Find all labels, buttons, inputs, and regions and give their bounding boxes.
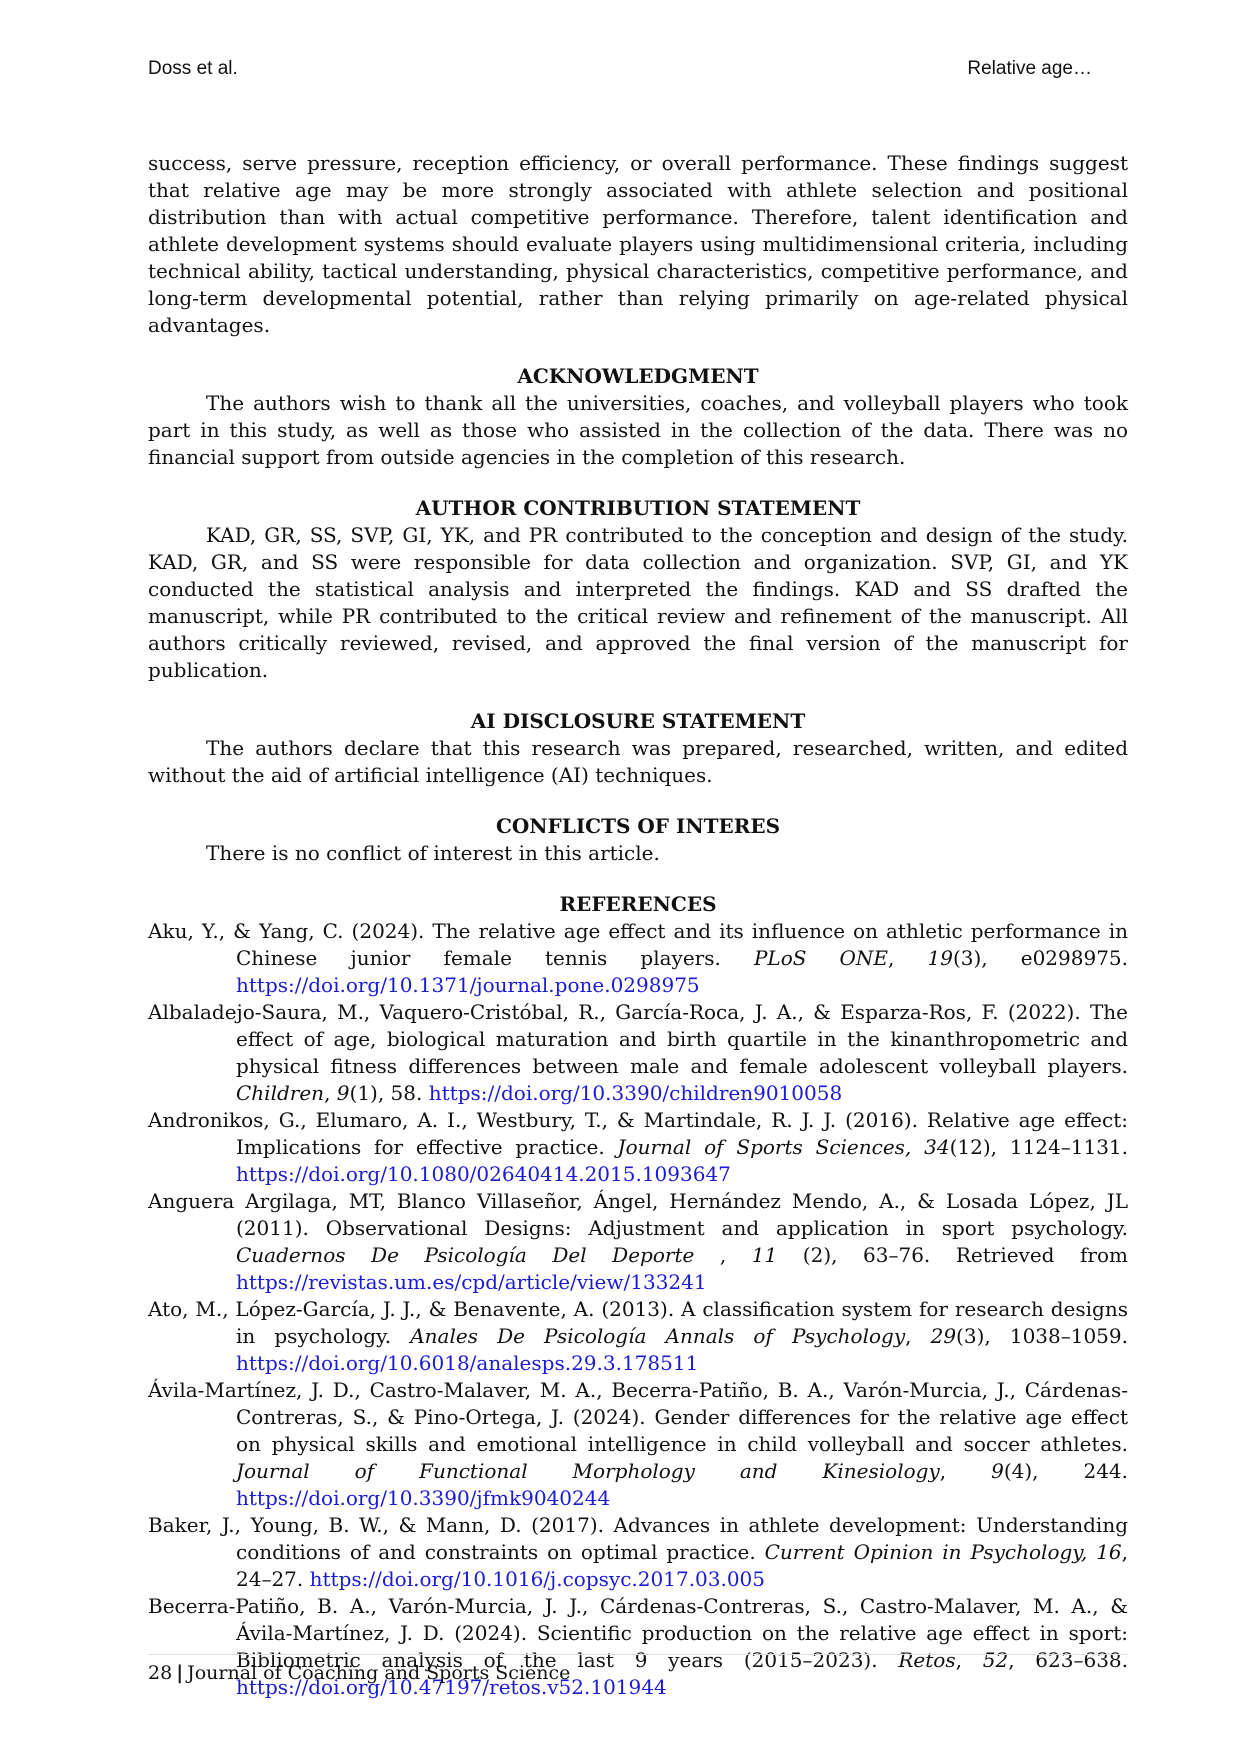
reference-text: Andronikos, G., Elumaro, A. I., Westbury… bbox=[148, 1108, 1128, 1159]
reference-pages: (12), 1124–1131. bbox=[949, 1135, 1129, 1159]
acknowledgment-heading: ACKNOWLEDGMENT bbox=[517, 364, 759, 388]
reference-text: Ávila-Martínez, J. D., Castro-Malaver, M… bbox=[148, 1378, 1128, 1456]
reference-item: Baker, J., Young, B. W., & Mann, D. (201… bbox=[148, 1512, 1128, 1593]
reference-volume: 52 bbox=[982, 1648, 1009, 1672]
reference-journal: Current Opinion in Psychology, 16 bbox=[764, 1540, 1122, 1564]
reference-punct: , bbox=[888, 946, 928, 970]
reference-item: Becerra-Patiño, B. A., Varón-Murcia, J. … bbox=[148, 1593, 1128, 1701]
reference-punct: , bbox=[955, 1648, 983, 1672]
reference-text: Aku, Y., & Yang, C. (2024). The relative… bbox=[148, 919, 1128, 970]
conflicts-heading: CONFLICTS OF INTERES bbox=[495, 814, 781, 838]
page-number: 28 bbox=[148, 1662, 173, 1684]
reference-item: Anguera Argilaga, MT, Blanco Villaseñor,… bbox=[148, 1188, 1128, 1296]
intro-paragraph: success, serve pressure, reception effic… bbox=[148, 151, 1128, 337]
ai-disclosure-heading: AI DISCLOSURE STATEMENT bbox=[470, 709, 806, 733]
reference-item: Albaladejo-Saura, M., Vaquero-Cristóbal,… bbox=[148, 999, 1128, 1107]
reference-doi-link[interactable]: https://doi.org/10.3390/children9010058 bbox=[428, 1081, 843, 1105]
reference-journal: Journal of Functional Morphology and Kin… bbox=[236, 1459, 940, 1483]
reference-item: Ávila-Martínez, J. D., Castro-Malaver, M… bbox=[148, 1377, 1128, 1512]
reference-text: Becerra-Patiño, B. A., Varón-Murcia, J. … bbox=[148, 1594, 1128, 1672]
reference-journal: Anales De Psicología Annals of Psycholog… bbox=[410, 1324, 906, 1348]
reference-punct: , bbox=[939, 1459, 992, 1483]
reference-text: Baker, J., Young, B. W., & Mann, D. (201… bbox=[148, 1513, 1128, 1564]
acknowledgment-body: The authors wish to thank all the univer… bbox=[148, 391, 1128, 469]
reference-doi-link[interactable]: https://doi.org/10.1016/j.copsyc.2017.03… bbox=[309, 1567, 766, 1591]
footer-separator: | bbox=[176, 1662, 184, 1684]
reference-pages: , 24–27. bbox=[236, 1540, 1129, 1591]
footer-journal: Journal of Coaching and Sports Science bbox=[187, 1662, 571, 1684]
reference-pages: (3), e0298975. bbox=[952, 946, 1129, 970]
reference-doi-link[interactable]: https://doi.org/10.47197/retos.v52.10194… bbox=[236, 1675, 667, 1699]
reference-journal: Children bbox=[236, 1081, 325, 1105]
reference-text: Ato, M., López-García, J. J., & Benavent… bbox=[148, 1297, 1128, 1348]
reference-pages: (3), 1038–1059. bbox=[956, 1324, 1128, 1348]
reference-doi-link[interactable]: https://doi.org/10.1371/journal.pone.029… bbox=[236, 973, 700, 997]
reference-journal: Journal of Sports Sciences, bbox=[617, 1135, 912, 1159]
reference-volume: 19 bbox=[927, 946, 953, 970]
reference-punct: , bbox=[905, 1324, 931, 1348]
page-footer: 28|Journal of Coaching and Sports Scienc… bbox=[148, 1662, 570, 1684]
ai-disclosure-body: The authors declare that this research w… bbox=[148, 736, 1128, 787]
conflicts-body: There is no conflict of interest in this… bbox=[206, 841, 660, 865]
reference-pages: (2), 63–76. Retrieved from bbox=[777, 1243, 1128, 1267]
reference-journal: Cuadernos De Psicología Del Deporte bbox=[236, 1243, 695, 1267]
footer-divider bbox=[148, 1654, 1128, 1655]
reference-journal: Retos bbox=[898, 1648, 956, 1672]
reference-item: Aku, Y., & Yang, C. (2024). The relative… bbox=[148, 918, 1128, 999]
reference-item: Ato, M., López-García, J. J., & Benavent… bbox=[148, 1296, 1128, 1377]
reference-volume: 9 bbox=[991, 1459, 1004, 1483]
author-contribution-heading: AUTHOR CONTRIBUTION STATEMENT bbox=[415, 496, 861, 520]
reference-pages: (1), 58. bbox=[349, 1081, 429, 1105]
reference-item: Andronikos, G., Elumaro, A. I., Westbury… bbox=[148, 1107, 1128, 1188]
page-content: success, serve pressure, reception effic… bbox=[148, 150, 1128, 1701]
author-contribution-body: KAD, GR, SS, SVP, GI, YK, and PR contrib… bbox=[148, 523, 1128, 682]
reference-text: Albaladejo-Saura, M., Vaquero-Cristóbal,… bbox=[148, 1000, 1128, 1078]
reference-doi-link[interactable]: https://doi.org/10.6018/analesps.29.3.17… bbox=[236, 1351, 699, 1375]
reference-punct: , bbox=[694, 1243, 752, 1267]
reference-pages: (4), 244. bbox=[1003, 1459, 1128, 1483]
reference-doi-link[interactable]: https://doi.org/10.3390/jfmk9040244 bbox=[236, 1486, 611, 1510]
reference-doi-link[interactable]: https://revistas.um.es/cpd/article/view/… bbox=[236, 1270, 707, 1294]
reference-volume: 9 bbox=[336, 1081, 350, 1105]
running-head-title: Relative age… bbox=[967, 58, 1092, 79]
reference-volume: 34 bbox=[924, 1135, 950, 1159]
reference-doi-link[interactable]: https://doi.org/10.1080/02640414.2015.10… bbox=[236, 1162, 731, 1186]
reference-punct: , bbox=[324, 1081, 337, 1105]
reference-volume: 11 bbox=[751, 1243, 778, 1267]
reference-text: Anguera Argilaga, MT, Blanco Villaseñor,… bbox=[148, 1189, 1128, 1240]
reference-pages: , 623–638. bbox=[1008, 1648, 1129, 1672]
running-head-authors: Doss et al. bbox=[148, 58, 238, 79]
reference-list: Aku, Y., & Yang, C. (2024). The relative… bbox=[148, 918, 1128, 1701]
reference-journal: PLoS ONE bbox=[753, 946, 889, 970]
references-heading: REFERENCES bbox=[559, 892, 717, 916]
reference-punct bbox=[911, 1135, 924, 1159]
reference-volume: 29 bbox=[930, 1324, 957, 1348]
